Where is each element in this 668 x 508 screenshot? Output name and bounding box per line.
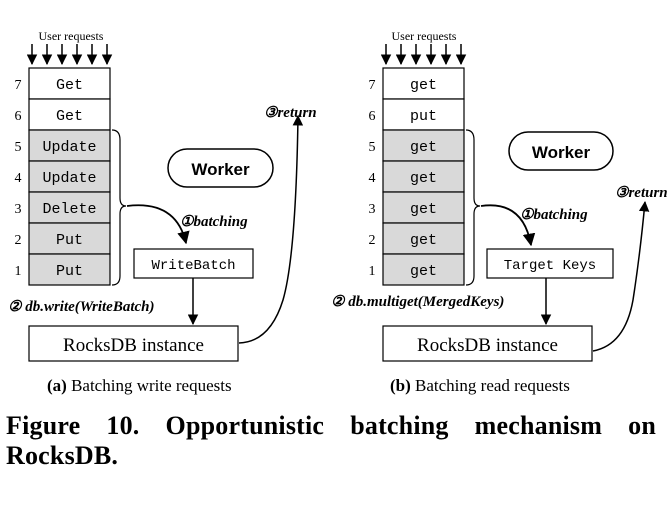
batching-arrow [126,204,190,245]
worker-node [167,148,274,188]
request-label: Get [56,108,83,125]
row-index: 6 [369,109,376,124]
row-index: 7 [15,78,22,93]
row-index: 4 [369,171,376,186]
batch-brace [111,129,127,286]
rocksdb-instance-label: RocksDB instance [417,335,558,356]
request-label: get [410,263,437,280]
panel-a: User requests 7 6 5 4 3 2 1 Get Get [8,29,317,395]
subcaption-text: Batching write requests [71,376,232,395]
request-label: Put [56,263,83,280]
request-label: Get [56,77,83,94]
figure-caption-line-2: RocksDB. [6,441,119,470]
row-index: 3 [15,202,22,217]
db-call-label: ② db.write(WriteBatch) [8,299,155,315]
subcaption-a: (a) Batching write requests [47,376,232,395]
subcaption-b: (b) Batching read requests [390,376,570,395]
write-batch-label: WriteBatch [151,258,235,274]
row-index: 5 [15,140,22,155]
queue-slot [28,67,111,100]
batch-brace [465,129,481,286]
row-index: 1 [15,264,22,279]
user-requests-label: User requests [39,29,104,43]
batching-arrow [480,204,536,247]
row-index: 3 [369,202,376,217]
panel-b: User requests 7 6 5 4 3 2 1 get put [331,29,668,395]
request-label: get [410,77,437,94]
queue-slot-batched [382,222,465,255]
write-batch-box [133,248,254,279]
request-queue: 7 6 5 4 3 2 1 Get Get Update Update Dele… [15,67,111,286]
rocksdb-instance-box [382,325,593,362]
row-index: 2 [369,233,376,248]
target-keys-label: Target Keys [504,258,596,274]
queue-slot [382,98,465,131]
request-label: Update [42,170,96,187]
return-label: ③return [264,105,317,121]
request-label: get [410,170,437,187]
row-index: 6 [15,109,22,124]
return-label: ③return [615,185,668,201]
request-label: get [410,201,437,218]
return-arrow [592,200,650,352]
row-index: 4 [15,171,22,186]
incoming-request-arrows [26,44,113,66]
db-call-label: ② db.multiget(MergedKeys) [331,294,504,310]
subcaption-tag: (b) [390,376,411,395]
request-label: Delete [42,201,96,218]
return-arrow [238,114,304,344]
user-requests-label: User requests [392,29,457,43]
queue-slot-batched [28,191,111,224]
row-index: 7 [369,78,376,93]
worker-label: Worker [532,143,591,162]
request-label: get [410,139,437,156]
subcaption-text: Batching read requests [415,376,570,395]
queue-slot [28,98,111,131]
request-label: Put [56,232,83,249]
incoming-request-arrows [380,44,467,66]
subcaption-tag: (a) [47,376,67,395]
request-label: get [410,232,437,249]
worker-label: Worker [191,160,250,179]
rocksdb-instance-box [28,325,239,362]
request-label: Update [42,139,96,156]
batching-label: ①batching [520,207,588,223]
rocksdb-instance-label: RocksDB instance [63,335,204,356]
target-keys-box [486,248,614,279]
worker-node [508,131,614,171]
request-queue: 7 6 5 4 3 2 1 get put get get get get ge… [369,67,465,286]
queue-slot-batched [382,253,465,286]
batching-label: ①batching [180,214,248,230]
row-index: 5 [369,140,376,155]
queue-slot-batched [28,129,111,162]
queue-slot-batched [28,253,111,286]
request-label: put [410,108,437,125]
queue-slot [382,67,465,100]
row-index: 2 [15,233,22,248]
queue-slot-batched [382,160,465,193]
figure-caption-line-1: Figure 10. Opportunistic batching mechan… [6,411,656,440]
queue-slot-batched [382,191,465,224]
queue-slot-batched [382,129,465,162]
row-index: 1 [369,264,376,279]
